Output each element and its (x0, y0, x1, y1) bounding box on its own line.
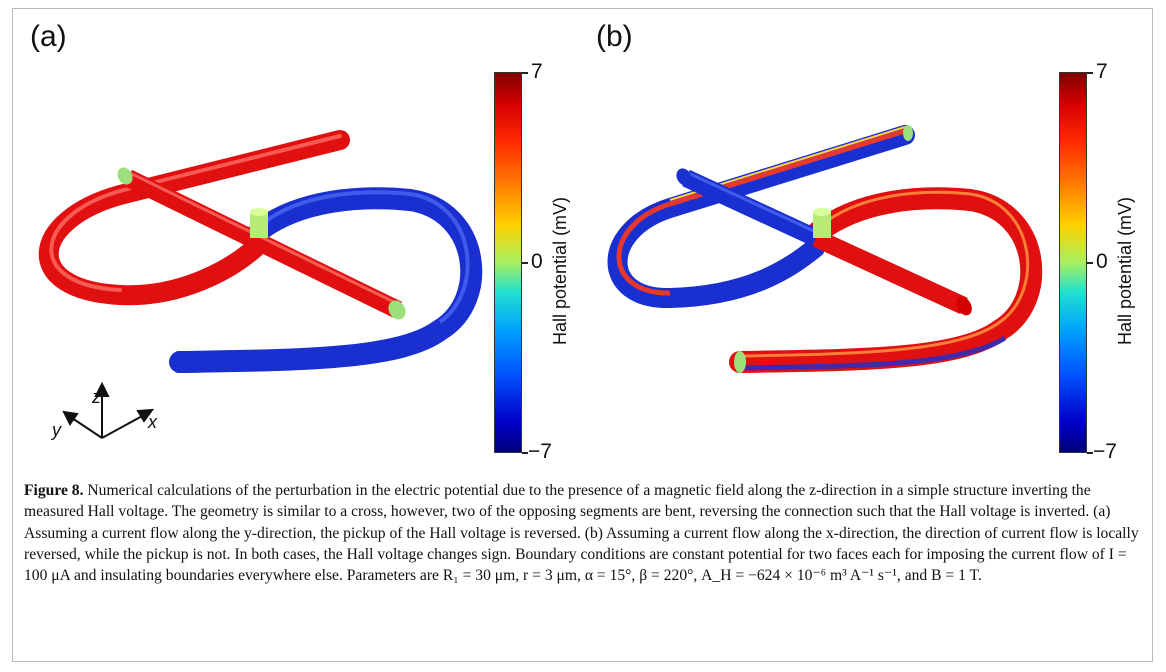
panel-a-structure: z y x (38, 130, 483, 440)
blue-loop-tube (169, 187, 483, 373)
colorbar-a (494, 72, 522, 453)
colorbar-a-min: −7 (528, 440, 552, 463)
axis-z-label: z (91, 387, 101, 407)
figure-label: Figure 8. (24, 482, 84, 499)
colorbar-a-mid: 0 (531, 250, 543, 273)
red-loop-tube (38, 130, 350, 306)
axis-x-label: x (147, 412, 158, 432)
colorbar-b-max: 7 (1096, 60, 1108, 83)
colorbar-b-title: Hall potential (mV) (1115, 196, 1135, 345)
axis-y-label: y (50, 420, 62, 440)
colorbar-a-max: 7 (531, 60, 543, 83)
caption-text: Numerical calculations of the perturbati… (24, 482, 1139, 585)
blue-straight-bar (682, 169, 820, 247)
colorbar-b-min: −7 (1093, 440, 1117, 463)
axes-triad (62, 381, 155, 439)
red-straight-bar (124, 169, 402, 319)
red-straight-bar-b (812, 229, 968, 315)
panel-b-label: (b) (596, 20, 633, 53)
panel-a-label: (a) (30, 20, 67, 53)
figure-caption: Figure 8. Numerical calculations of the … (24, 480, 1142, 586)
colorbar-b-mid: 0 (1096, 250, 1108, 273)
panel-b-structure (607, 125, 1043, 373)
colorbar-b (1059, 72, 1087, 453)
